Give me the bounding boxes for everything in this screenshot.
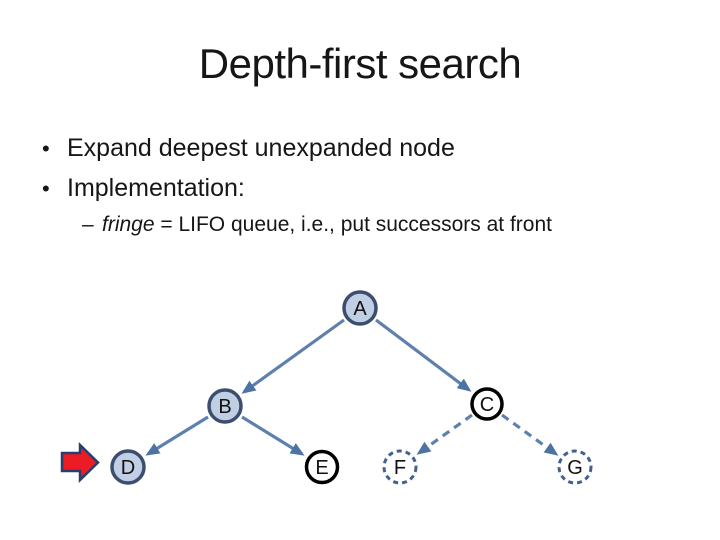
- bullet-text: Expand deepest unexpanded node: [67, 134, 455, 162]
- node-e-circle: [304, 449, 340, 485]
- edge-c-g: [501, 413, 559, 456]
- node-b-circle: [207, 388, 243, 424]
- dash-marker: –: [82, 213, 94, 236]
- node-g-circle: [557, 449, 593, 485]
- edge-b-d: [145, 415, 209, 456]
- bullet-item: • Expand deepest unexpanded node: [42, 134, 455, 163]
- tree-node-f: F: [382, 449, 418, 485]
- bullet-text: Implementation:: [67, 174, 245, 202]
- page-title: Depth-first search: [198, 40, 522, 87]
- node-c-label: C: [480, 394, 494, 416]
- tree-node-e: E: [304, 449, 340, 485]
- tree-node-b: B: [207, 388, 243, 424]
- node-a-circle: [342, 290, 378, 326]
- node-c-circle: [470, 387, 504, 421]
- node-g-label: G: [567, 457, 583, 479]
- tree-node-g: G: [557, 449, 593, 485]
- fringe-term: fringe: [102, 213, 155, 236]
- edge-b-e: [241, 415, 305, 456]
- node-b-label: B: [218, 396, 231, 418]
- bullet-item: • Implementation:: [42, 174, 245, 203]
- bullet-marker: •: [42, 136, 50, 161]
- current-node-arrow-icon: [60, 442, 100, 483]
- tree-node-c: C: [470, 387, 504, 421]
- node-d-label: D: [121, 457, 135, 479]
- node-a-label: A: [353, 298, 367, 320]
- sub-bullet-text: fringe = LIFO queue, i.e., put successor…: [102, 213, 552, 237]
- node-e-label: E: [315, 457, 328, 479]
- edge-a-b: [241, 318, 345, 394]
- sub-bullet-item: – fringe = LIFO queue, i.e., put success…: [82, 213, 552, 237]
- tree-node-a: A: [342, 290, 378, 326]
- node-d-circle: [110, 449, 146, 485]
- node-f-label: F: [394, 457, 406, 479]
- edge-a-c: [375, 318, 472, 392]
- sub-bullet-rest: = LIFO queue, i.e., put successors at fr…: [154, 213, 552, 236]
- bullet-marker: •: [42, 176, 50, 201]
- edge-c-f: [416, 413, 473, 455]
- node-f-circle: [382, 449, 418, 485]
- tree-node-d: D: [110, 449, 146, 485]
